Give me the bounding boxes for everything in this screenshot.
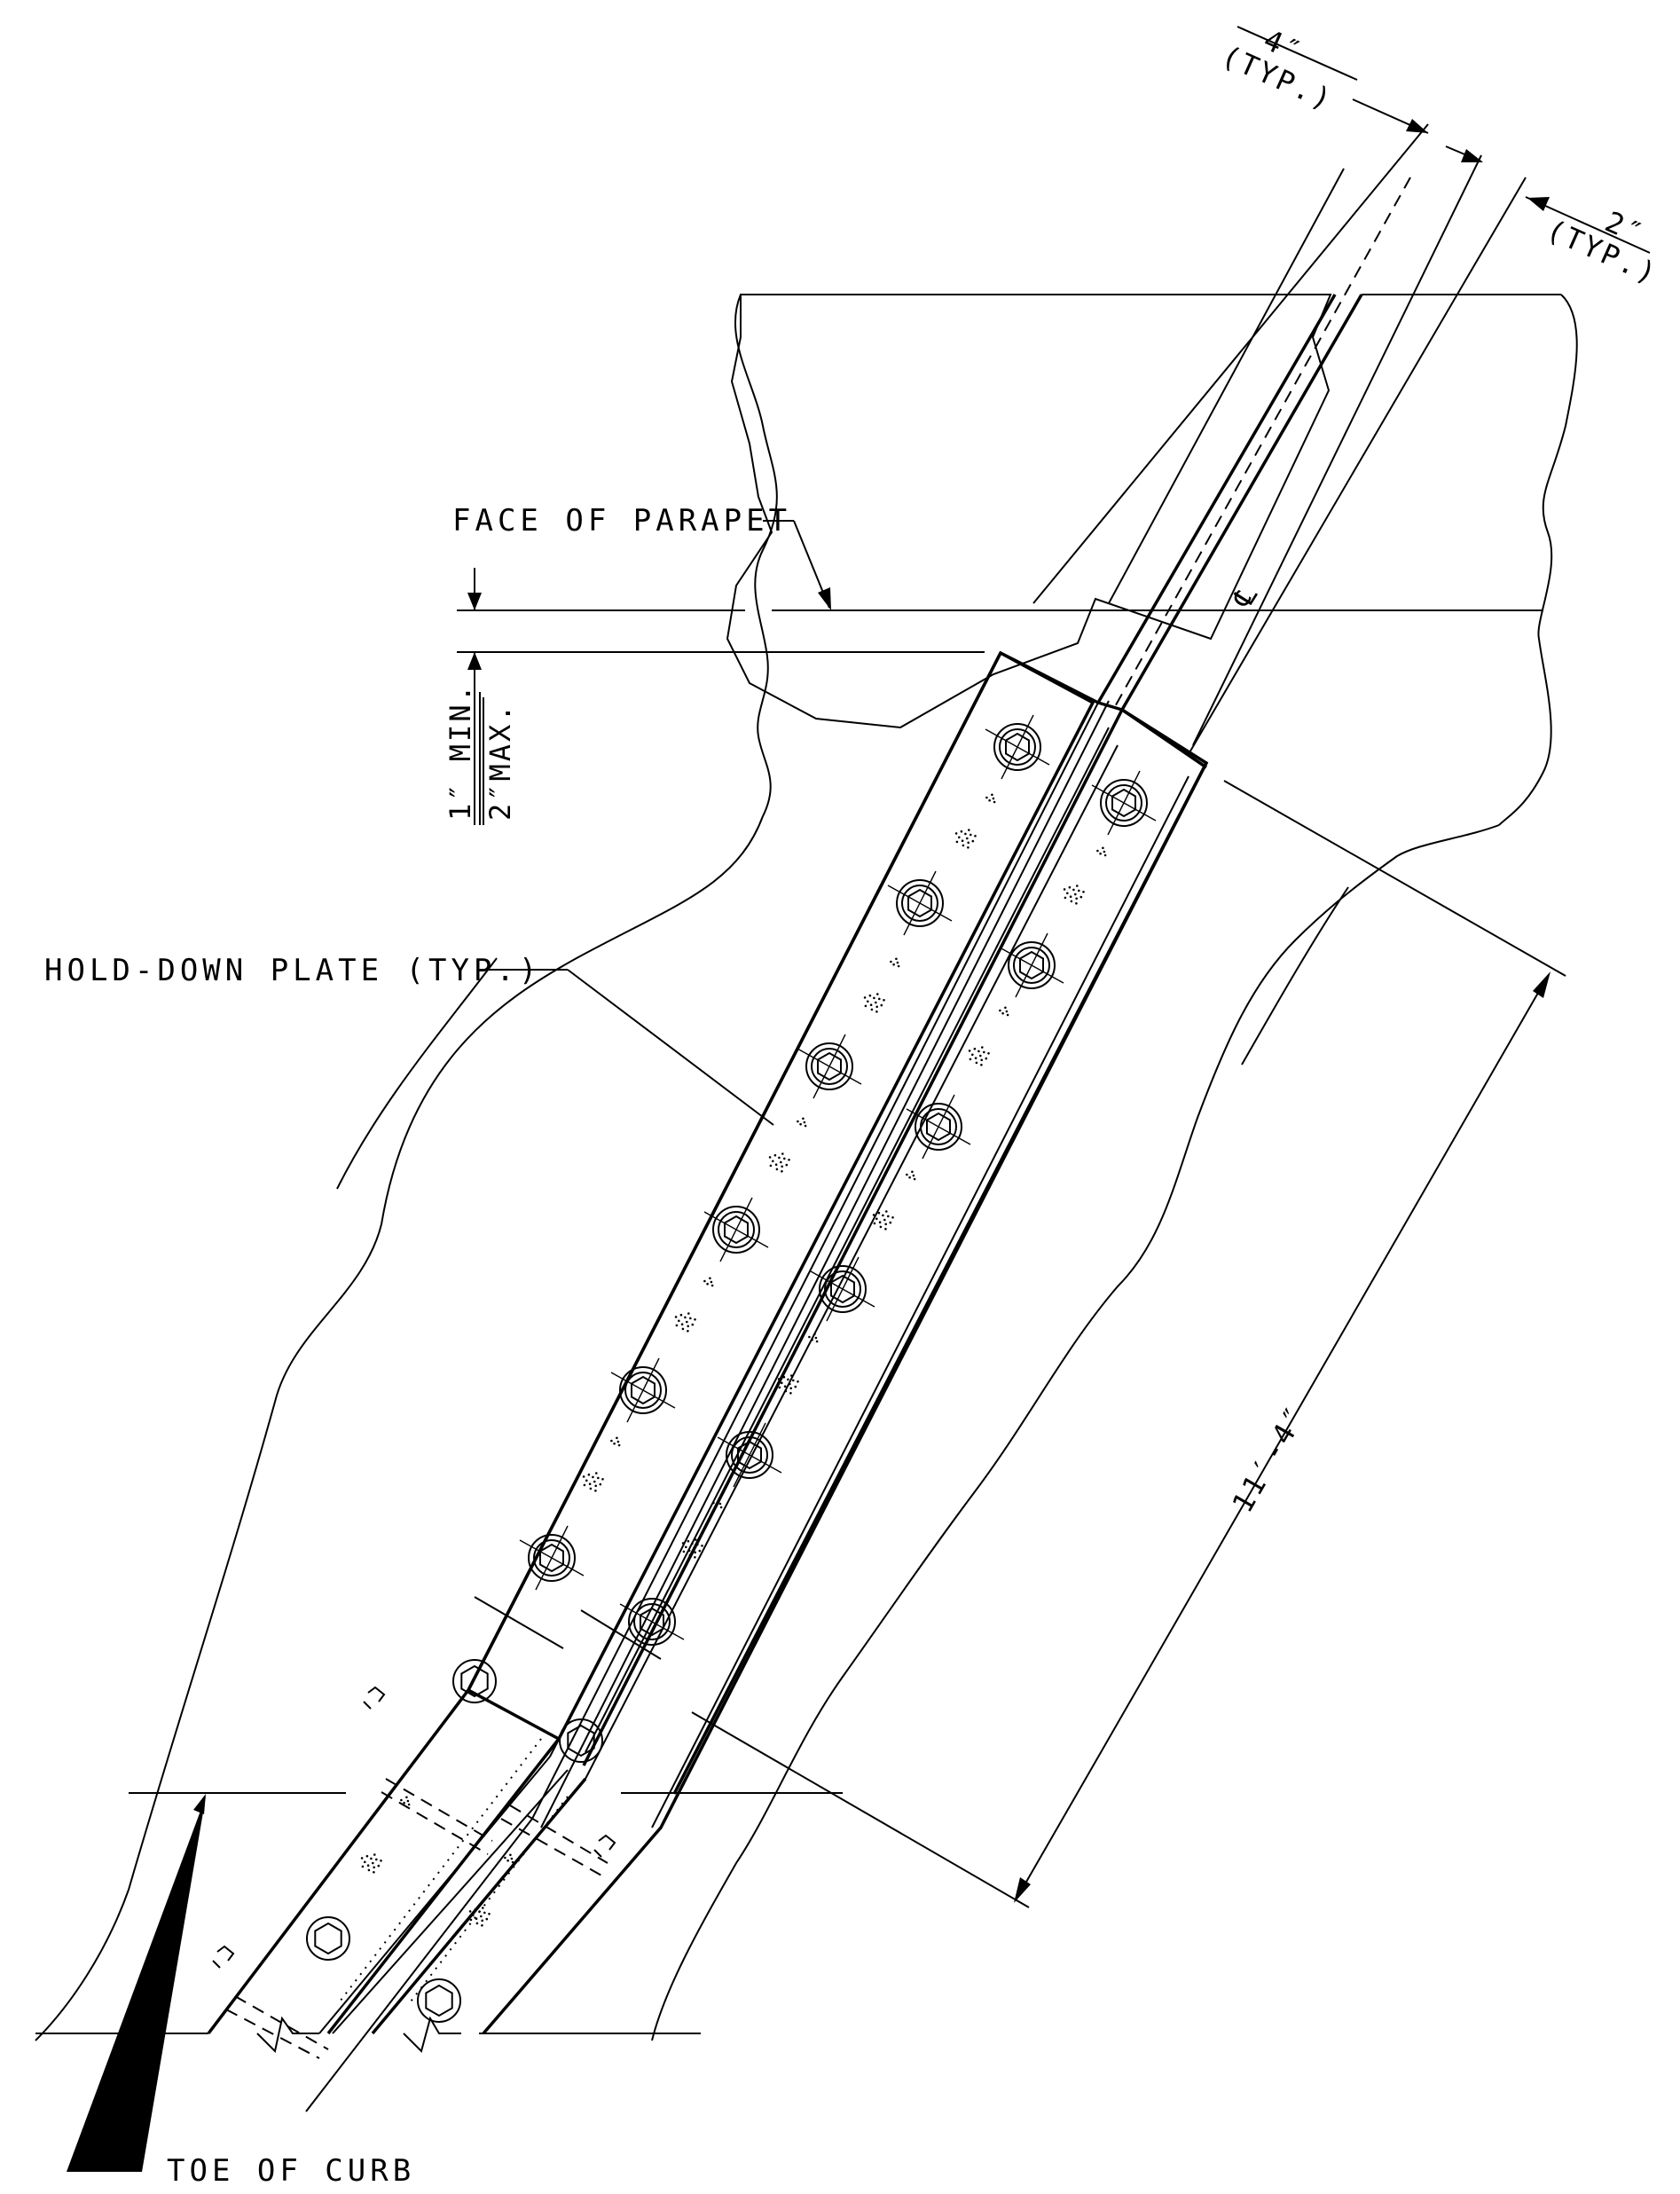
stipple-dot xyxy=(777,1374,799,1395)
lower-plate-dashed-lines xyxy=(212,1686,616,2059)
stipple-dot xyxy=(999,1006,1009,1017)
stipple-dot xyxy=(1063,885,1085,905)
stipple-dot xyxy=(985,793,996,804)
right-curb-outline xyxy=(651,824,1500,2041)
anchor-bolt-icon xyxy=(906,1094,971,1160)
left-curb-outline xyxy=(35,815,764,2041)
stipple-dot xyxy=(954,829,977,849)
stipple-dot xyxy=(703,1277,714,1287)
hex-bolt-icon xyxy=(417,1978,461,2023)
leaders xyxy=(67,520,831,2172)
hex-bolt-icon xyxy=(306,1916,350,1961)
offset-dimension xyxy=(467,568,484,825)
hex-bolt-icon xyxy=(452,1659,497,1703)
stipple-dot xyxy=(863,993,885,1013)
stipple-marks xyxy=(360,793,1107,1927)
anchor-bolt-icon xyxy=(797,1034,862,1099)
stipple-dot xyxy=(400,1796,411,1806)
anchor-bolt-icon xyxy=(887,870,953,936)
stipple-dot xyxy=(872,1210,894,1231)
anchor-bolt-icon xyxy=(610,1357,676,1423)
stipple-dot xyxy=(468,1907,491,1927)
hex-bolt-icon xyxy=(559,1718,603,1763)
offset-min-label: 1″ MIN. xyxy=(444,682,477,821)
anchor-bolt-icon xyxy=(985,714,1050,780)
anchor-bolt-icon xyxy=(717,1422,782,1488)
parapet-outline xyxy=(726,294,1578,826)
toe-of-curb-label: TOE OF CURB xyxy=(167,2153,415,2189)
stipple-dot xyxy=(360,1853,382,1874)
break-symbols xyxy=(256,2016,461,2054)
hold-down-plate-label: HOLD-DOWN PLATE (TYP.) xyxy=(44,953,541,988)
anchor-bolt-icon xyxy=(999,932,1064,998)
left-expansion-plate xyxy=(207,650,1095,2035)
anchor-bolt-icon xyxy=(619,1589,685,1655)
stipple-dot xyxy=(768,1152,790,1173)
face-of-parapet-label: FACE OF PARAPET xyxy=(452,503,791,539)
length-dimension-label: 11′-4″ xyxy=(1225,1399,1314,1519)
anchor-bolt-icon xyxy=(810,1256,875,1322)
stipple-dot xyxy=(674,1312,696,1333)
length-dimension xyxy=(691,780,1566,1908)
anchor-bolts xyxy=(519,714,1157,1655)
stipple-dot xyxy=(797,1117,807,1128)
anchor-bolt-icon xyxy=(1091,770,1157,836)
offset-max-label: 2″MAX. xyxy=(483,702,517,821)
stipple-dot xyxy=(712,1498,723,1509)
anchor-bolt-icon xyxy=(703,1197,769,1262)
stipple-dot xyxy=(1096,846,1107,857)
top-dimension-lines xyxy=(1032,26,1651,755)
anchor-bolt-icon xyxy=(519,1525,585,1591)
stipple-dot xyxy=(808,1333,819,1343)
hex-bolts xyxy=(306,1659,603,2023)
stipple-dot xyxy=(968,1046,990,1066)
joint-centerlines xyxy=(305,168,1411,2112)
stipple-dot xyxy=(890,957,900,968)
stipple-dot xyxy=(504,1853,514,1864)
stipple-dot xyxy=(681,1538,703,1559)
right-expansion-plate xyxy=(371,701,1208,2035)
stipple-dot xyxy=(582,1472,604,1492)
stipple-dot xyxy=(610,1436,621,1447)
stipple-dot xyxy=(906,1170,916,1181)
